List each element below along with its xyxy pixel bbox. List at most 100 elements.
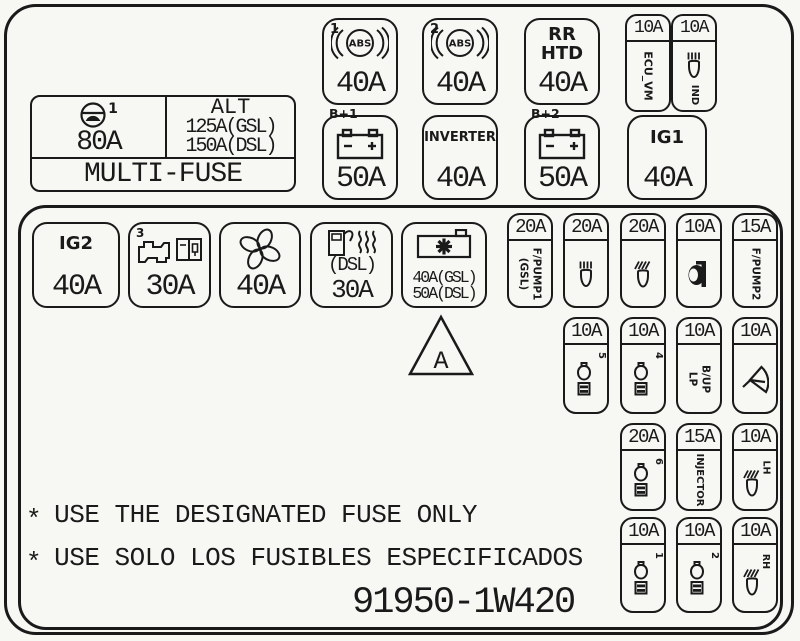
fuse-b-plus-1: B+1 50A bbox=[322, 107, 398, 200]
injector-amp: 15A bbox=[678, 425, 720, 451]
horn-icon bbox=[688, 260, 706, 287]
wiper-icon bbox=[741, 365, 769, 393]
fuel-heater-dsl: (DSL) bbox=[327, 254, 377, 276]
fuse-fan: 40A bbox=[219, 222, 301, 308]
ecu-vm-label: ECU_VM bbox=[641, 51, 655, 101]
steering-sup: 1 bbox=[108, 101, 118, 117]
bulb-box-icon bbox=[633, 561, 648, 595]
fuse-head-lamp-lh: 10A LH bbox=[732, 423, 778, 511]
ig2-label: IG2 bbox=[59, 233, 93, 254]
fpump1-label: F/PUMP1 (GSL) bbox=[517, 247, 543, 300]
glow-gsl: 40A(GSL) bbox=[412, 267, 477, 287]
multi-fuse-amp: 80A bbox=[76, 127, 122, 158]
engine-sup: 3 bbox=[136, 226, 145, 240]
multi-fuse-block: 1 80A ALT 125A(GSL) 150A(DSL) MULTI-FUSE bbox=[30, 95, 296, 192]
fpump1-body: F/PUMP1 (GSL) bbox=[509, 241, 551, 306]
abs-icon bbox=[331, 26, 389, 60]
steering-row: 1 bbox=[79, 101, 118, 129]
head-lamp-lh-body: LH bbox=[734, 451, 776, 509]
abs1-sup: 1 bbox=[330, 22, 340, 37]
lamp2-sup: 2 bbox=[709, 552, 721, 559]
label-outer-border bbox=[4, 4, 794, 635]
fpump2-label: F/PUMP2 bbox=[749, 247, 762, 300]
lamp5-amp: 10A bbox=[565, 319, 607, 345]
indicator-bulb-icon bbox=[687, 51, 700, 79]
tail-lamp-amp: 20A bbox=[565, 215, 607, 241]
battery-icon bbox=[336, 128, 384, 160]
head-lamp-body bbox=[622, 241, 664, 306]
fuse-lamp2: 10A 2 bbox=[676, 517, 722, 613]
backup-lamp-label: B/UP LP bbox=[686, 364, 712, 392]
b1-corner-label: B+1 bbox=[329, 106, 358, 121]
lamp4-sup: 4 bbox=[653, 352, 665, 359]
fuse-fpump1-gsl: 20A F/PUMP1 (GSL) bbox=[507, 213, 553, 308]
battery-icon bbox=[538, 128, 586, 160]
fuse-head-lamp-rh: 10A RH bbox=[732, 517, 778, 613]
tail-lamp-body bbox=[565, 241, 607, 306]
lamp4-amp: 10A bbox=[622, 319, 664, 345]
bulb-box-icon bbox=[576, 361, 591, 395]
ig1-amp: 40A bbox=[642, 162, 693, 196]
alt-dsl: 150A(DSL) bbox=[185, 135, 277, 159]
bulb-box-icon bbox=[633, 361, 648, 395]
head-lamp-amp: 20A bbox=[622, 215, 664, 241]
lamp6-sup: 6 bbox=[653, 458, 665, 465]
warning-star: * bbox=[26, 548, 42, 578]
injector-label: INJECTOR bbox=[694, 453, 705, 507]
lamp2-body: 2 bbox=[678, 545, 720, 611]
multi-fuse-top: 1 80A ALT 125A(GSL) 150A(DSL) bbox=[32, 96, 294, 159]
lamp1-body: 1 bbox=[622, 545, 664, 611]
fuse-lamp6: 20A 6 bbox=[620, 423, 666, 511]
backup-lamp-body: B/UP LP bbox=[678, 345, 720, 412]
backup-line2: LP bbox=[687, 371, 699, 386]
horn-amp: 10A bbox=[678, 215, 720, 241]
fuse-inverter: INVERTER 40A bbox=[422, 115, 498, 200]
warning-text-en: USE THE DESIGNATED FUSE ONLY bbox=[54, 500, 477, 530]
fpump2-amp: 15A bbox=[734, 215, 776, 241]
fuse-abs2: 2 40A bbox=[422, 18, 498, 105]
b2-corner-label: B+2 bbox=[531, 106, 560, 121]
triangle-a-marker: A bbox=[407, 314, 475, 376]
fuse-glow: 40A(GSL) 50A(DSL) bbox=[401, 222, 487, 308]
ecu-vm-body: ECU_VM bbox=[627, 42, 669, 110]
horn-body bbox=[678, 241, 720, 306]
glow-ratings: 40A(GSL) 50A(DSL) bbox=[412, 267, 477, 303]
fuse-tail-lamp: 20A bbox=[563, 213, 609, 308]
rr-htd-line1: RR bbox=[548, 24, 576, 45]
warning-text-es: USE SOLO LOS FUSIBLES ESPECIFICADOS bbox=[54, 543, 583, 573]
rr-htd-label: RR HTD bbox=[541, 24, 583, 64]
main-fuse-panel bbox=[18, 205, 783, 630]
head-lamp-bulb-icon bbox=[743, 469, 760, 497]
fuse-lamp1: 10A 1 bbox=[620, 517, 666, 613]
lamp1-sup: 1 bbox=[653, 552, 665, 559]
injector-body: INJECTOR bbox=[678, 451, 720, 509]
fuse-engine: 3 30A bbox=[128, 222, 211, 308]
lamp1-amp: 10A bbox=[622, 519, 664, 545]
engine-amp: 30A bbox=[145, 270, 195, 304]
head-lamp-bulb-icon bbox=[743, 568, 760, 596]
ig2-amp: 40A bbox=[51, 270, 102, 304]
steering-wheel-icon bbox=[80, 102, 106, 128]
lamp6-amp: 20A bbox=[622, 425, 664, 451]
fan-amp: 40A bbox=[235, 270, 286, 304]
ind-label: IND bbox=[689, 84, 700, 106]
fpump1-line1: F/PUMP1 bbox=[530, 247, 543, 300]
wiper-body bbox=[734, 345, 776, 412]
cooling-fan-icon bbox=[238, 227, 282, 271]
fuel-heater-icon bbox=[327, 230, 376, 256]
glow-dsl: 50A(DSL) bbox=[412, 283, 477, 303]
fuse-fpump2: 15A F/PUMP2 bbox=[732, 213, 778, 308]
lamp6-body: 6 bbox=[622, 451, 664, 509]
fuse-ind: 10A IND bbox=[671, 14, 717, 112]
fuse-ig2: IG2 40A bbox=[32, 222, 120, 308]
fpump1-line2: (GSL) bbox=[518, 257, 530, 290]
battery-star-icon bbox=[416, 229, 472, 259]
abs2-sup: 2 bbox=[430, 22, 440, 37]
wiper-amp: 10A bbox=[734, 319, 776, 345]
fuse-lamp5: 10A 5 bbox=[563, 317, 609, 414]
engine-manual-icon bbox=[137, 238, 202, 263]
fuse-horn: 10A bbox=[676, 213, 722, 308]
multi-fuse-steering-cell: 1 80A bbox=[32, 97, 167, 157]
bulb-box-icon bbox=[689, 561, 704, 595]
